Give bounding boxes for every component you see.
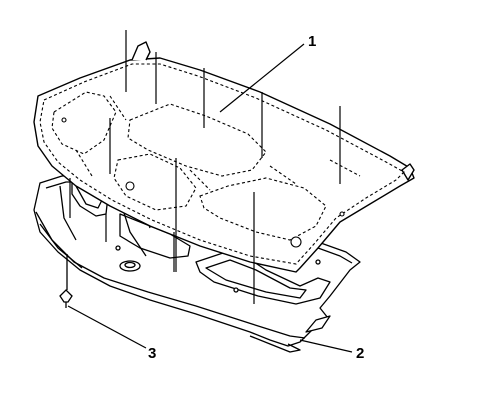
leader-line-3 [67,305,147,349]
fastener-lines [69,30,341,304]
insulator-stitching [39,63,405,265]
hood-insulator-pad [33,41,415,273]
retainer-clip [59,254,73,308]
leader-line-2 [299,339,353,353]
leader-line-1 [219,43,305,113]
callout-1: 1 [308,33,316,50]
callout-2: 2 [356,345,364,362]
hood-inner-panel [33,175,361,353]
insulator-holes [61,117,345,248]
leader-lines [67,43,353,353]
callout-3: 3 [148,345,156,362]
